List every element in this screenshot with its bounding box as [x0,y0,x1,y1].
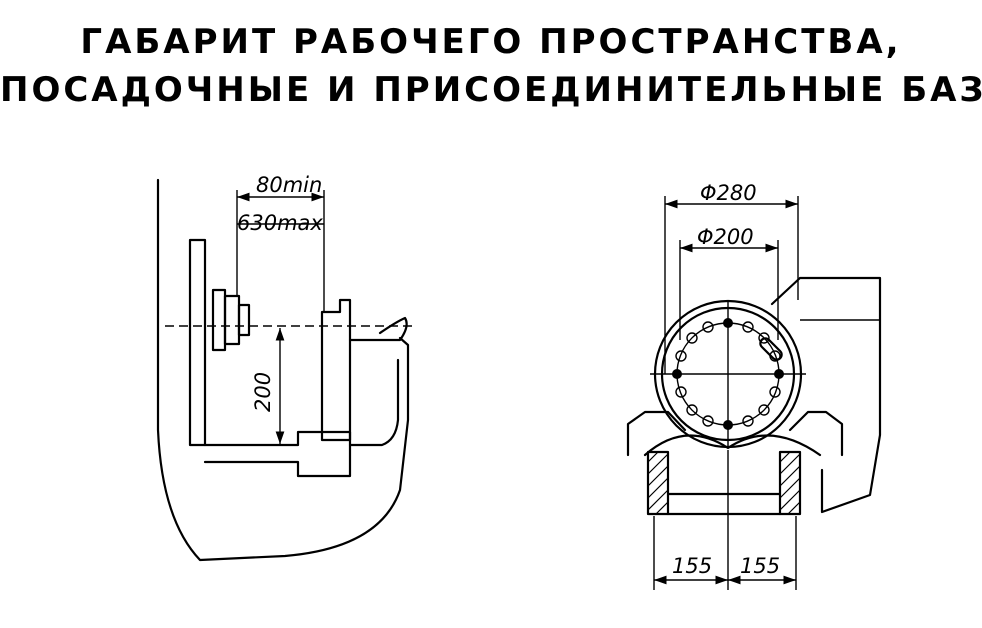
base-clamp-right [788,410,844,457]
spindle-nose [237,303,251,337]
spindle-hub [223,294,241,346]
front-view: Φ280 Φ200 155 155 [626,181,882,590]
dim-label-diameter-280: Φ280 [700,181,757,205]
machine-body-outline [156,178,410,562]
dim-label-155-right: 155 [740,554,780,578]
base-clamp-left [626,410,687,457]
spindle-flange [211,288,227,352]
side-view: 80min 630max 200 [156,173,415,562]
slide-foot [348,358,400,447]
faceplate-column [188,238,207,447]
dim-label-diameter-200: Φ200 [697,225,754,249]
base-arch [643,434,822,457]
dim-label-80min: 80min [256,173,322,197]
diagram-title-line-1: ГАБАРИТ РАБОЧЕГО ПРОСТРАНСТВА, [80,22,902,62]
housing-block [770,276,882,514]
lower-slide [203,430,352,478]
dim-label-630max: 630max [237,211,323,235]
tool-holder [320,298,352,442]
bolt-holes [672,318,784,430]
dim-label-200: 200 [251,372,275,412]
holder-bracket [348,316,408,342]
dim-label-155-left: 155 [672,554,712,578]
diagram-title-line-2: ПОСАДОЧНЫЕ И ПРИСОЕДИНИТЕЛЬНЫЕ БАЗЫ [0,70,982,110]
key-slot [759,337,783,361]
